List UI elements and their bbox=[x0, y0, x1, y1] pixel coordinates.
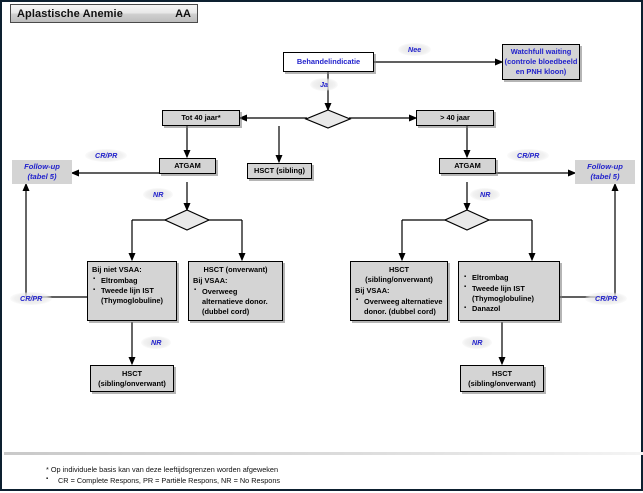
node-hsct-bottom-left-line1: HSCT bbox=[121, 368, 143, 378]
node-bij-niet-vsaa[interactable]: Bij niet VSAA: Eltrombag Tweede lijn IST… bbox=[87, 261, 177, 321]
node-atgam-left-label: ATGAM bbox=[174, 161, 201, 170]
node-behandelindicatie-label: Behandelindicatie bbox=[296, 57, 361, 66]
node-followup-left-line2: (tabel 5) bbox=[27, 172, 57, 181]
node-hsct-bottom-left[interactable]: HSCT (sibling/onverwant) bbox=[90, 365, 174, 392]
node-followup-right-line2: (tabel 5) bbox=[590, 172, 620, 181]
node-hsct-onverwant[interactable]: HSCT (onverwant) Bij VSAA: Overweeg alte… bbox=[188, 261, 283, 321]
list-item: Overweeg alternatieve donor. (dubbel cor… bbox=[194, 286, 278, 317]
edge-label-crpr-low-right: CR/PR bbox=[585, 292, 628, 305]
node-followup-right-line1: Follow-up bbox=[587, 161, 623, 171]
decision-diamond-right bbox=[443, 209, 491, 231]
node-watchfull-waiting-label: Watchfull waiting (controle bloedbeeld e… bbox=[504, 47, 578, 76]
footnote-response-legend: CR = Complete Respons, PR = Partiële Res… bbox=[46, 475, 606, 486]
node-watchfull-waiting[interactable]: Watchfull waiting (controle bloedbeeld e… bbox=[502, 44, 580, 80]
node-boven-40-jaar[interactable]: > 40 jaar bbox=[416, 110, 494, 126]
node-hsct-sibling-label: HSCT (sibling) bbox=[254, 166, 305, 175]
page-title-bar: Aplastische Anemie AA bbox=[10, 4, 198, 23]
node-hsct-sibling[interactable]: HSCT (sibling) bbox=[247, 163, 312, 179]
node-hsct-sibling-onverwant-vsaa[interactable]: HSCT (sibling/onverwant) Bij VSAA: Overw… bbox=[350, 261, 448, 321]
footnote-age-limits: Op individuele basis kan van deze leefti… bbox=[46, 464, 606, 475]
node-atgam-right[interactable]: ATGAM bbox=[439, 158, 496, 174]
edge-label-crpr-low-left: CR/PR bbox=[10, 292, 53, 305]
node-followup-left[interactable]: Follow-up (tabel 5) bbox=[12, 160, 72, 184]
page-title-abbreviation: AA bbox=[175, 7, 191, 20]
list-item: Eltrombag bbox=[93, 275, 172, 286]
node-bij-niet-vsaa-header: Bij niet VSAA: bbox=[92, 265, 142, 274]
node-eltrombag-options-list: Eltrombag Tweede lijn IST (Thymoglobulin… bbox=[463, 273, 555, 314]
node-bij-niet-vsaa-list: Eltrombag Tweede lijn IST (Thymoglobulin… bbox=[92, 275, 172, 307]
list-item: Danazol bbox=[464, 304, 555, 314]
footnotes: Op individuele basis kan van deze leefti… bbox=[46, 464, 606, 487]
node-hsct-bottom-right[interactable]: HSCT (sibling/onverwant) bbox=[460, 365, 544, 392]
node-atgam-right-label: ATGAM bbox=[454, 161, 481, 170]
node-hsct-bottom-right-line1: HSCT bbox=[491, 368, 513, 378]
edge-label-crpr-top-right: CR/PR bbox=[507, 149, 550, 162]
decision-diamond-top bbox=[304, 109, 352, 129]
node-tot-40-jaar[interactable]: Tot 40 jaar* bbox=[162, 110, 240, 126]
node-behandelindicatie[interactable]: Behandelindicatie bbox=[283, 52, 374, 72]
node-hsct-sibling-onverwant-list: Overweeg alternatieve donor. (dubbel cor… bbox=[355, 296, 443, 317]
edge-label-nr-left-lower: NR bbox=[141, 336, 172, 349]
node-hsct-onverwant-header: HSCT (onverwant) bbox=[203, 265, 268, 274]
page-title: Aplastische Anemie bbox=[17, 7, 123, 20]
node-hsct-bottom-left-line2: (sibling/onverwant) bbox=[98, 378, 166, 388]
list-item: Tweede lijn IST (Thymoglobuline) bbox=[464, 283, 555, 304]
node-hsct-sibling-onverwant-header: HSCT (sibling/onverwant) bbox=[365, 265, 433, 284]
node-atgam-left[interactable]: ATGAM bbox=[159, 158, 216, 174]
list-item: Eltrombag bbox=[464, 273, 555, 283]
list-item: Tweede lijn IST (Thymoglobuline) bbox=[93, 286, 172, 306]
decision-diamond-left bbox=[163, 209, 211, 231]
node-hsct-onverwant-list: Overweeg alternatieve donor. (dubbel cor… bbox=[193, 286, 278, 317]
node-hsct-onverwant-subheader: Bij VSAA: bbox=[193, 275, 228, 285]
edge-label-crpr-top-left: CR/PR bbox=[85, 149, 128, 162]
node-eltrombag-options[interactable]: Eltrombag Tweede lijn IST (Thymoglobulin… bbox=[458, 261, 560, 321]
footer-divider bbox=[4, 452, 643, 455]
edge-label-nr-left-upper: NR bbox=[143, 188, 174, 201]
node-hsct-sibling-onverwant-subheader: Bij VSAA: bbox=[355, 285, 390, 295]
node-followup-left-line1: Follow-up bbox=[24, 161, 60, 171]
edge-label-nee: Nee bbox=[398, 43, 432, 56]
list-item: Overweeg alternatieve donor. (dubbel cor… bbox=[356, 296, 443, 317]
node-hsct-bottom-right-line2: (sibling/onverwant) bbox=[468, 378, 536, 388]
node-tot-40-jaar-label: Tot 40 jaar* bbox=[181, 113, 221, 122]
edge-label-nr-right-upper: NR bbox=[470, 188, 501, 201]
edge-label-nr-right-lower: NR bbox=[462, 336, 493, 349]
node-boven-40-jaar-label: > 40 jaar bbox=[440, 113, 470, 122]
edge-label-ja: Ja bbox=[310, 78, 338, 91]
node-followup-right[interactable]: Follow-up (tabel 5) bbox=[575, 160, 635, 184]
